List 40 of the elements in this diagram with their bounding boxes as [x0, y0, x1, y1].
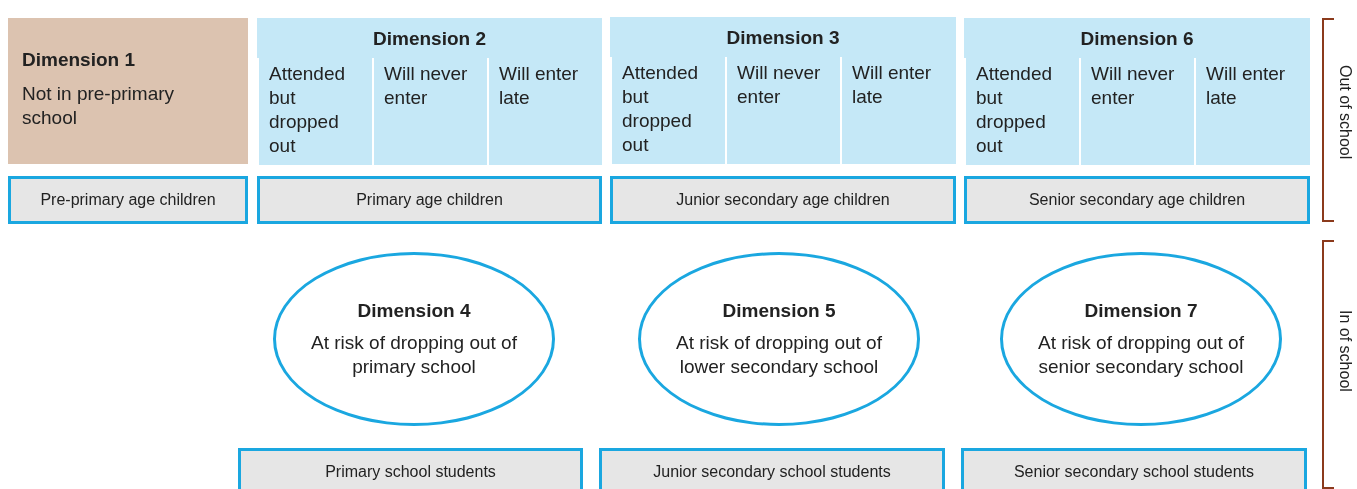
category-box: [8, 18, 248, 164]
heading-text: Dimension 3: [725, 26, 841, 50]
node-text: Senior secondary age children: [1028, 190, 1246, 210]
node-text: Will never enter: [1091, 62, 1176, 110]
node-text: Attended but dropped out: [976, 62, 1054, 158]
node-text: Will never enter: [384, 62, 469, 110]
node-text: Will never enter: [737, 61, 822, 109]
heading-text: Dimension 4: [357, 299, 471, 323]
category-panel: [257, 18, 602, 165]
population-box: [8, 176, 248, 224]
population-box: [961, 448, 1307, 489]
side-label: In of school: [1336, 309, 1354, 392]
heading-text: Dimension 6: [1079, 27, 1195, 51]
population-box: [610, 176, 956, 224]
node-text: Primary school students: [325, 462, 496, 482]
population-box: [599, 448, 945, 489]
node-text: Senior secondary school students: [1013, 462, 1255, 482]
heading-text: Dimension 2: [372, 27, 487, 51]
category-panel: [610, 17, 956, 164]
category-panel: [964, 18, 1310, 165]
node-text: Junior secondary school students: [653, 462, 891, 482]
node-text: At risk of dropping out of lower secondary school: [675, 331, 883, 379]
node-text: At risk of dropping out of senior secondary school: [1037, 331, 1245, 379]
node-text: Will enter late: [1206, 62, 1287, 110]
node-text: Pre-primary age children: [40, 190, 216, 210]
node-text: Attended but dropped out: [622, 61, 700, 157]
node-text: Will enter late: [852, 61, 933, 109]
population-box: [238, 448, 583, 489]
population-box: [964, 176, 1310, 224]
node-text: Not in pre-primary school: [22, 82, 176, 130]
node-text: Primary age children: [356, 190, 503, 210]
heading-text: Dimension 1: [22, 48, 136, 72]
side-label: Out of school: [1336, 65, 1354, 160]
heading-text: Dimension 5: [722, 299, 836, 323]
heading-text: Dimension 7: [1084, 299, 1198, 323]
node-text: Junior secondary age children: [676, 190, 890, 210]
node-text: Will enter late: [499, 62, 580, 110]
population-box: [257, 176, 602, 224]
node-text: At risk of dropping out of primary school: [310, 331, 518, 379]
node-text: Attended but dropped out: [269, 62, 347, 158]
